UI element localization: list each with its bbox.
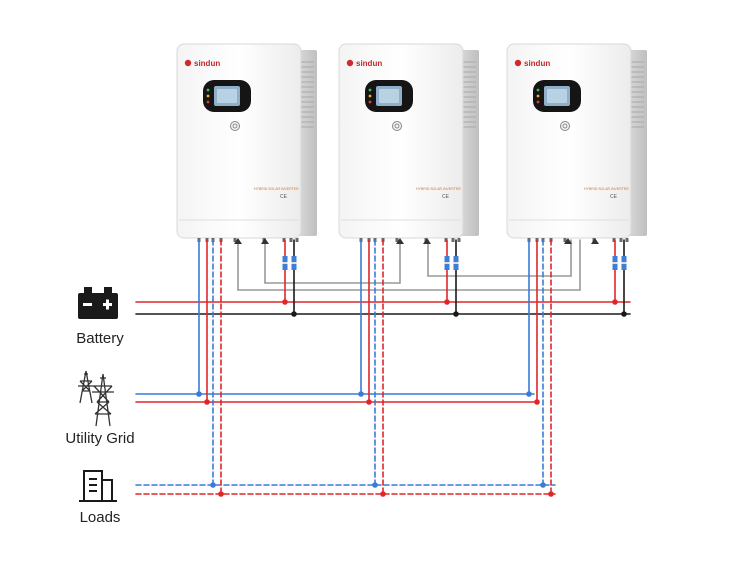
terminal-port xyxy=(612,238,616,242)
fuse-band xyxy=(291,262,297,264)
status-led-icon xyxy=(206,100,210,104)
status-led-icon xyxy=(206,88,210,92)
terminal-port xyxy=(444,238,448,242)
grid-live-junction xyxy=(204,399,210,405)
status-led-icon xyxy=(536,94,540,98)
utility-grid-label: Utility Grid xyxy=(65,430,135,447)
status-led-icon xyxy=(368,100,372,104)
grid-live-junction xyxy=(534,399,540,405)
load-neutral-junction xyxy=(210,482,216,488)
comm-arrow-icon xyxy=(234,238,242,244)
brand-name: sindun xyxy=(524,59,550,68)
battery-negative-junction xyxy=(453,311,459,317)
status-led-icon xyxy=(368,94,372,98)
fuse-band xyxy=(621,262,627,264)
power-symbol-icon xyxy=(562,123,568,129)
comm-arrow-icon xyxy=(396,238,404,244)
load-neutral-junction xyxy=(372,482,378,488)
grid-live-junction xyxy=(366,399,372,405)
status-led-icon xyxy=(536,100,540,104)
comm-arrow-icon xyxy=(423,238,431,244)
power-button-icon xyxy=(560,121,570,131)
inverter-body xyxy=(338,43,464,239)
battery-icon xyxy=(78,287,118,319)
power-button-icon xyxy=(392,121,402,131)
terminal-port xyxy=(619,238,623,242)
model-label: HYBRID SOLAR INVERTER xyxy=(584,187,629,191)
battery-label: Battery xyxy=(76,330,124,347)
brand-logo-icon xyxy=(184,59,192,67)
load-neutral-junction xyxy=(540,482,546,488)
ce-mark: CE xyxy=(610,194,618,200)
grid-neutral-junction xyxy=(526,391,532,397)
terminal-port xyxy=(233,238,237,242)
brand-logo-icon xyxy=(514,59,522,67)
fuse-band xyxy=(612,262,618,264)
lcd-content xyxy=(379,89,399,103)
status-led-icon xyxy=(536,88,540,92)
brand-name: sindun xyxy=(356,59,382,68)
comm-arrow-icon xyxy=(261,238,269,244)
model-label: HYBRID SOLAR INVERTER xyxy=(254,187,299,191)
terminal-port xyxy=(295,238,299,242)
fuse-band xyxy=(444,262,450,264)
ce-mark: CE xyxy=(442,194,450,200)
battery-positive-junction xyxy=(612,299,618,305)
model-label: HYBRID SOLAR INVERTER xyxy=(416,187,461,191)
terminal-port xyxy=(625,238,629,242)
battery-positive-junction xyxy=(444,299,450,305)
inverter-body xyxy=(506,43,632,239)
building-icon xyxy=(79,470,117,502)
power-symbol-icon xyxy=(394,123,400,129)
load-live-junction xyxy=(218,491,224,497)
terminal-port xyxy=(563,238,567,242)
brand-name: sindun xyxy=(194,59,220,68)
comm-arrow-icon xyxy=(564,238,572,244)
brand-logo-icon xyxy=(346,59,354,67)
power-symbol-icon xyxy=(232,123,238,129)
lcd-content xyxy=(547,89,567,103)
grid-neutral-junction xyxy=(358,391,364,397)
terminal-port xyxy=(395,238,399,242)
fuse-band xyxy=(282,262,288,264)
inverter-body xyxy=(176,43,302,239)
load-live-junction xyxy=(380,491,386,497)
battery-negative-junction xyxy=(621,311,627,317)
loads-label: Loads xyxy=(79,509,121,526)
power-button-icon xyxy=(230,121,240,131)
status-led-icon xyxy=(206,94,210,98)
ce-mark: CE xyxy=(280,194,288,200)
battery-positive-junction xyxy=(282,299,288,305)
load-live-junction xyxy=(548,491,554,497)
status-led-icon xyxy=(368,88,372,92)
comm-arrow-icon xyxy=(591,238,599,244)
terminal-port xyxy=(289,238,293,242)
utility-tower-icon xyxy=(78,370,114,427)
fuse-band xyxy=(453,262,459,264)
grid-neutral-junction xyxy=(196,391,202,397)
lcd-content xyxy=(217,89,237,103)
terminal-port xyxy=(451,238,455,242)
terminal-port xyxy=(282,238,286,242)
battery-negative-junction xyxy=(291,311,297,317)
terminal-port xyxy=(457,238,461,242)
